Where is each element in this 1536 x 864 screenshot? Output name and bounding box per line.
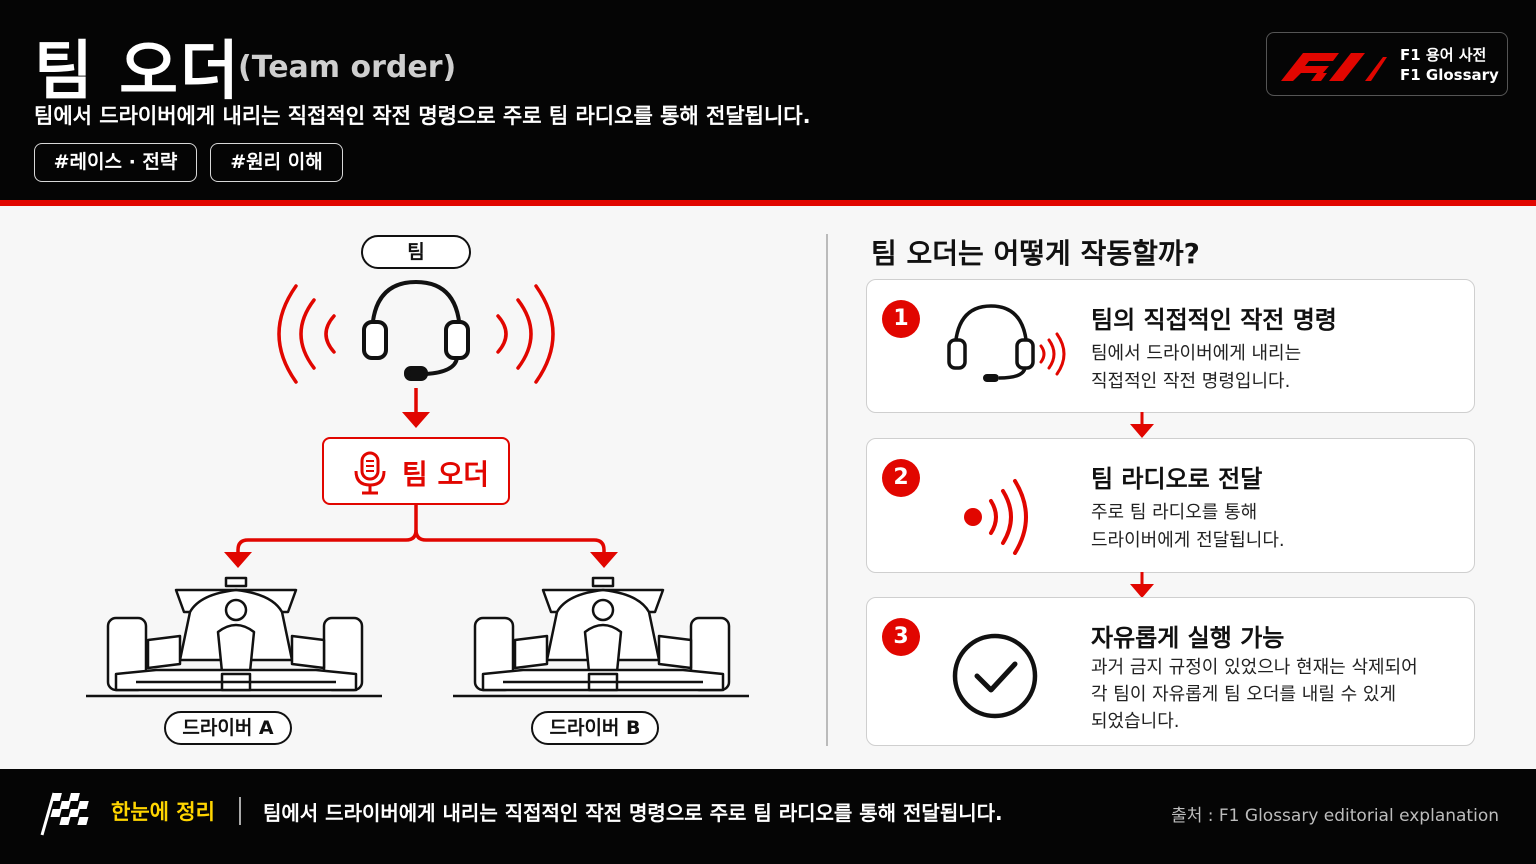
page-subtitle: 팀에서 드라이버에게 내리는 직접적인 작전 명령으로 주로 팀 라디오를 통해…: [34, 104, 811, 128]
tag-principle[interactable]: #원리 이해: [210, 143, 343, 182]
headset-icon: [362, 279, 470, 381]
arrow-down-icon: [1130, 412, 1154, 438]
tag-race-strategy[interactable]: #레이스 · 전략: [34, 143, 197, 182]
arrow-to-driver-b: [590, 552, 618, 568]
footer-separator: [239, 797, 241, 825]
step-title: 자유롭게 실행 가능: [1091, 624, 1285, 652]
step-title: 팀 라디오로 전달: [1091, 465, 1263, 493]
check-circle-icon: [952, 633, 1038, 719]
page-title-english: (Team order): [238, 50, 457, 85]
arrow-to-driver-a: [224, 552, 252, 568]
team-label: 팀: [361, 235, 471, 269]
arrow-down-icon: [402, 388, 430, 428]
section-divider: [826, 234, 828, 746]
team-order-box: 팀 오더: [322, 437, 510, 505]
step-number: 3: [882, 618, 920, 656]
step-number: 1: [882, 300, 920, 338]
driver-a-label: 드라이버 A: [164, 711, 292, 745]
step-description: 과거 금지 규정이 있었으나 현재는 삭제되어 각 팀이 자유롭게 팀 오더를 …: [1091, 657, 1418, 732]
race-car-icon: [86, 576, 382, 698]
step-description: 팀에서 드라이버에게 내리는 직접적인 작전 명령입니다.: [1091, 343, 1302, 392]
logo-text-en: F1 Glossary: [1400, 66, 1499, 84]
step-title: 팀의 직접적인 작전 명령: [1091, 306, 1337, 334]
header-accent-line: [0, 200, 1536, 206]
f1-glossary-logo: F1 용어 사전 F1 Glossary: [1266, 32, 1508, 96]
f1-logo-icon: [1281, 53, 1387, 81]
step-card-3: 3 자유롭게 실행 가능 과거 금지 규정이 있었으나 현재는 삭제되어 각 팀…: [866, 597, 1475, 746]
logo-text-ko: F1 용어 사전: [1400, 46, 1487, 64]
race-car-icon: [453, 576, 749, 698]
step-card-1: 1 팀의 직접적인 작전 명령 팀에서 드라이버에게 내리는 직접적인 작전 명…: [866, 279, 1475, 413]
source-text: 출처 : F1 Glossary editorial explanation: [1171, 806, 1499, 826]
step-card-2: 2 팀 라디오로 전달 주로 팀 라디오를 통해 드라이버에게 전달됩니다.: [866, 438, 1475, 573]
step-description: 주로 팀 라디오를 통해 드라이버에게 전달됩니다.: [1091, 502, 1285, 551]
summary-text: 팀에서 드라이버에게 내리는 직접적인 작전 명령으로 주로 팀 라디오를 통해…: [263, 801, 1003, 825]
header: 팀 오더 (Team order) 팀에서 드라이버에게 내리는 직접적인 작전…: [0, 0, 1536, 200]
page-title: 팀 오더: [34, 35, 241, 109]
driver-b-label: 드라이버 B: [531, 711, 659, 745]
headset-icon: [947, 304, 1066, 382]
checkered-flag-icon: [40, 792, 89, 836]
arrow-down-icon: [1130, 572, 1154, 598]
branch-arrows: [236, 505, 606, 556]
step-number: 2: [882, 459, 920, 497]
footer: 한눈에 정리 팀에서 드라이버에게 내리는 직접적인 작전 명령으로 주로 팀 …: [0, 769, 1536, 864]
how-it-works-title: 팀 오더는 어떻게 작동할까?: [871, 237, 1200, 270]
radio-signal-icon: [964, 479, 1028, 555]
summary-title: 한눈에 정리: [111, 800, 215, 824]
team-order-diagram: [86, 279, 749, 698]
team-order-label: 팀 오더: [402, 458, 490, 491]
radio-waves-icon: [277, 284, 555, 384]
microphone-icon: [354, 451, 386, 495]
